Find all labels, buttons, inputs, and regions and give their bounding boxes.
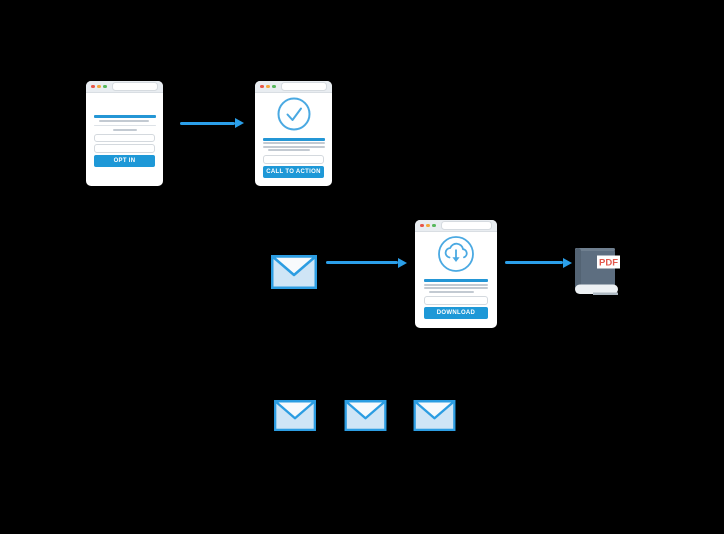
text-line	[424, 283, 488, 286]
window-dot-red-icon	[260, 84, 264, 89]
window-dot-yellow-icon	[97, 84, 101, 89]
headline-line	[94, 115, 156, 118]
url-bar	[281, 82, 327, 91]
text-line	[424, 287, 488, 289]
pdf-label: PDF	[599, 258, 618, 269]
url-bar	[112, 82, 158, 91]
arrow-email-to-download	[326, 261, 398, 264]
form-field	[263, 155, 324, 164]
arrow-download-to-pdf	[505, 261, 563, 264]
envelope-icon	[343, 400, 388, 431]
text-line	[99, 120, 149, 122]
window-dot-red-icon	[420, 223, 424, 228]
text-line	[94, 124, 156, 126]
text-line-short	[112, 128, 137, 131]
envelope-icon	[412, 400, 457, 431]
window-dot-yellow-icon	[266, 84, 270, 89]
check-circle-icon	[277, 97, 311, 136]
window-dot-red-icon	[91, 84, 95, 89]
pdf-book-icon: PDF	[571, 247, 623, 304]
download-button: DOWNLOAD	[424, 306, 488, 319]
window-dot-green-icon	[103, 84, 107, 89]
window-titlebar	[255, 81, 332, 93]
text-line-short	[429, 290, 474, 293]
envelope-icon	[273, 400, 317, 431]
url-bar	[441, 221, 492, 230]
form-field	[94, 144, 155, 153]
text-line	[263, 145, 325, 148]
text-line-short	[268, 149, 310, 151]
browser-window-download: DOWNLOAD	[415, 220, 497, 328]
optin-button: OPT IN	[94, 155, 155, 167]
window-dot-yellow-icon	[426, 223, 430, 228]
window-dot-green-icon	[272, 84, 276, 89]
envelope-icon	[271, 255, 317, 289]
window-titlebar	[415, 220, 497, 232]
browser-window-optin: OPT IN	[86, 81, 163, 186]
arrow-optin-to-cta	[180, 121, 235, 125]
browser-window-cta: CALL TO ACTION	[255, 81, 332, 186]
call-to-action-button: CALL TO ACTION	[263, 165, 324, 178]
headline-line	[424, 279, 488, 282]
form-field	[94, 133, 155, 142]
window-dot-green-icon	[432, 223, 436, 228]
cloud-download-icon	[437, 235, 475, 278]
headline-line	[263, 138, 325, 141]
window-titlebar	[86, 81, 163, 93]
text-line	[263, 142, 325, 144]
form-field	[424, 295, 488, 305]
